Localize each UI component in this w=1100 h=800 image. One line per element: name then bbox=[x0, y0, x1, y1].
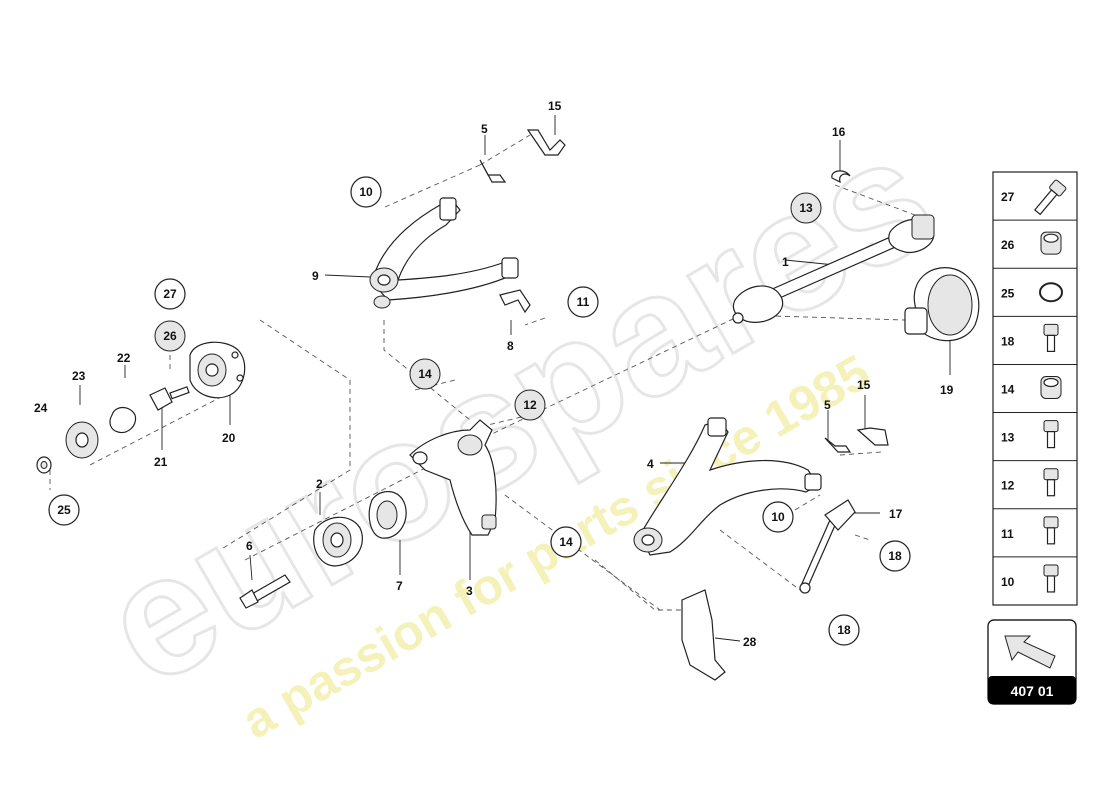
flange-bolt-icon bbox=[1043, 323, 1059, 352]
callout-16: 16 bbox=[832, 125, 846, 139]
hub-carrier-assembly bbox=[239, 491, 407, 609]
leader-lines bbox=[79, 115, 951, 642]
legend-number: 10 bbox=[1001, 575, 1015, 589]
callout-17: 17 bbox=[889, 507, 903, 521]
callout-27: 27 bbox=[163, 287, 177, 301]
legend-number: 25 bbox=[1001, 286, 1015, 300]
callout-2: 2 bbox=[316, 477, 323, 491]
callout-13: 13 bbox=[799, 201, 813, 215]
level-sensor-link bbox=[799, 499, 856, 594]
callout-14-bottom: 14 bbox=[559, 535, 573, 549]
steering-knuckle bbox=[409, 419, 497, 536]
legend-row: 11 bbox=[1001, 516, 1059, 545]
short-bolt-icon bbox=[1043, 468, 1059, 497]
washer-bolt-icon bbox=[1043, 516, 1059, 545]
callout-5-bottom: 5 bbox=[824, 398, 831, 412]
callout-3: 3 bbox=[466, 584, 473, 598]
reference-box: 407 01 bbox=[987, 619, 1077, 705]
callout-10-top: 10 bbox=[359, 185, 373, 199]
bushing-icon bbox=[1040, 231, 1062, 255]
fastener-legend: 27 26 25 18 14 13 12 11 10 bbox=[992, 171, 1078, 606]
callout-11: 11 bbox=[577, 295, 590, 309]
callout-20: 20 bbox=[222, 431, 236, 445]
callout-18-right: 18 bbox=[888, 549, 902, 563]
legend-number: 27 bbox=[1001, 190, 1015, 204]
legend-row: 27 bbox=[1001, 179, 1067, 216]
callout-7: 7 bbox=[396, 579, 403, 593]
drive-shaft bbox=[732, 214, 935, 324]
callout-15-bottom: 15 bbox=[857, 378, 871, 392]
legend-row: 26 bbox=[1001, 231, 1062, 255]
callout-21: 21 bbox=[154, 455, 168, 469]
circled-callouts: 10 13 11 27 26 14 12 25 14 10 18 18 bbox=[48, 176, 911, 646]
upper-wishbone bbox=[369, 197, 519, 309]
sensor-bracket bbox=[499, 289, 531, 314]
circlip bbox=[831, 170, 851, 184]
legend-row: 13 bbox=[1001, 420, 1059, 449]
callout-12: 12 bbox=[523, 398, 537, 412]
callout-14-top: 14 bbox=[418, 367, 432, 381]
legend-number: 14 bbox=[1001, 383, 1015, 397]
view-arrow-icon bbox=[1004, 635, 1056, 669]
callout-24: 24 bbox=[34, 401, 48, 415]
hub-small-parts bbox=[36, 386, 190, 474]
legend-row: 25 bbox=[1001, 282, 1063, 303]
legend-number: 26 bbox=[1001, 238, 1015, 252]
legend-number: 13 bbox=[1001, 431, 1015, 445]
callout-15-top: 15 bbox=[548, 99, 562, 113]
callout-10-bottom: 10 bbox=[771, 510, 785, 524]
legend-row: 18 bbox=[1001, 323, 1059, 352]
callout-4: 4 bbox=[647, 457, 654, 471]
callout-1: 1 bbox=[782, 255, 789, 269]
protective-cover bbox=[681, 589, 726, 681]
callout-6: 6 bbox=[246, 539, 253, 553]
callout-18-bottom: 18 bbox=[837, 623, 851, 637]
callouts: 1 2 3 4 5 5 6 7 8 9 15 15 16 17 19 20 21… bbox=[34, 99, 954, 649]
lower-wishbone bbox=[633, 417, 822, 556]
hex-bolt-icon bbox=[1043, 420, 1059, 449]
flange-nut-icon bbox=[1040, 376, 1062, 399]
callout-5-top: 5 bbox=[481, 122, 488, 136]
legend-number: 18 bbox=[1001, 334, 1015, 348]
legend-number: 11 bbox=[1001, 527, 1014, 541]
callout-23: 23 bbox=[72, 369, 86, 383]
watermark: eurospares a passion for parts since 198… bbox=[72, 98, 964, 750]
long-bolt-icon bbox=[1033, 179, 1067, 216]
legend-row: 10 bbox=[1001, 564, 1059, 593]
callout-8: 8 bbox=[507, 339, 514, 353]
legend-number: 12 bbox=[1001, 479, 1015, 493]
callout-26: 26 bbox=[163, 329, 177, 343]
drive-flange bbox=[904, 267, 980, 342]
callout-19: 19 bbox=[940, 383, 954, 397]
callout-28: 28 bbox=[743, 635, 757, 649]
callout-9: 9 bbox=[312, 269, 319, 283]
collar-bolt-icon bbox=[1043, 564, 1059, 593]
callout-25: 25 bbox=[57, 503, 71, 517]
upper-clips bbox=[479, 129, 566, 183]
reference-number: 407 01 bbox=[1011, 683, 1054, 699]
legend-row: 12 bbox=[1001, 468, 1059, 497]
legend-row: 14 bbox=[1001, 376, 1062, 399]
callout-22: 22 bbox=[117, 351, 131, 365]
o-ring-icon bbox=[1039, 282, 1063, 303]
lower-clips bbox=[824, 427, 889, 453]
wheel-hub bbox=[189, 341, 246, 399]
